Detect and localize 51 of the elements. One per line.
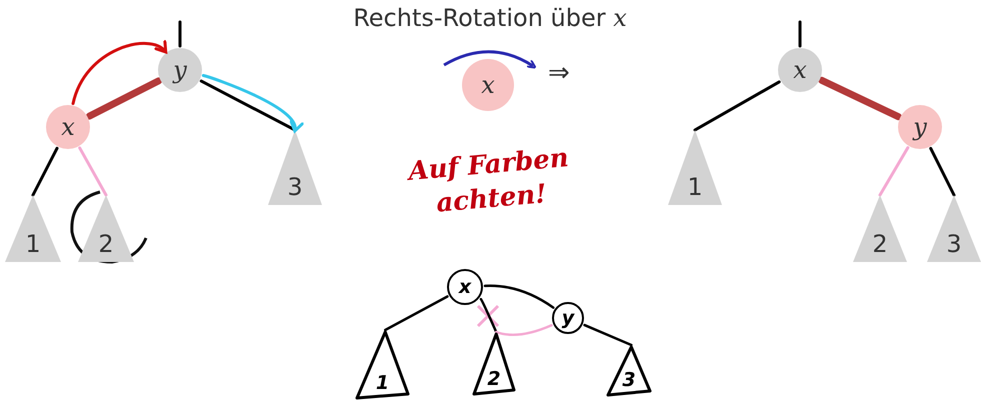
node-label: y bbox=[562, 307, 574, 329]
node-label: 1 bbox=[686, 173, 704, 201]
subtree-triangle bbox=[5, 195, 61, 262]
tree-edge bbox=[384, 295, 449, 332]
sketched-subtree-triangle bbox=[472, 332, 516, 396]
subtree-triangle bbox=[78, 195, 134, 262]
tree-node-circle bbox=[898, 105, 942, 149]
subtree-triangle bbox=[268, 130, 322, 205]
subtree-triangle bbox=[668, 130, 722, 205]
tree-edge bbox=[798, 20, 802, 48]
tree-edge bbox=[484, 284, 555, 309]
node-label: x bbox=[793, 56, 807, 84]
node-label: 3 bbox=[945, 230, 963, 258]
implies-symbol: ⇒ bbox=[548, 58, 570, 88]
tree-node-circle bbox=[462, 59, 514, 111]
subtree-triangle bbox=[927, 195, 981, 262]
node-label: y bbox=[913, 113, 927, 141]
node-label: x bbox=[458, 276, 472, 298]
node-label: 2 bbox=[486, 368, 502, 390]
tree-edge bbox=[929, 146, 956, 196]
node-label: y bbox=[173, 56, 187, 84]
node-label: x bbox=[481, 71, 495, 99]
node-label: x bbox=[61, 113, 75, 141]
curved-arrow bbox=[72, 40, 168, 106]
tree-edge bbox=[78, 146, 108, 196]
tree-edge bbox=[583, 324, 633, 346]
title: Rechts-Rotation über x bbox=[352, 4, 628, 32]
node-label: 1 bbox=[24, 230, 42, 258]
node-label: 2 bbox=[97, 230, 115, 258]
node-label: 2 bbox=[871, 230, 889, 258]
tree-edge bbox=[86, 77, 162, 120]
tree-edge bbox=[818, 76, 902, 120]
subtree-triangle bbox=[853, 195, 907, 262]
sketched-node-circle bbox=[552, 302, 584, 334]
sketched-node-circle bbox=[447, 269, 483, 305]
tree-edge bbox=[480, 298, 498, 334]
handwritten-note: Auf Farben achten! bbox=[406, 142, 571, 221]
tree-node-circle bbox=[46, 105, 90, 149]
curved-arrow bbox=[202, 74, 302, 132]
tree-node-circle bbox=[778, 48, 822, 92]
node-label: 1 bbox=[374, 372, 390, 394]
tree-edge bbox=[32, 146, 59, 196]
sketched-subtree-triangle bbox=[355, 330, 410, 400]
tree-edge bbox=[694, 80, 781, 132]
tree-edge bbox=[878, 146, 910, 196]
node-label: 3 bbox=[286, 173, 304, 201]
sketched-subtree-triangle bbox=[606, 345, 652, 397]
tree-edge bbox=[178, 20, 182, 48]
node-label: 3 bbox=[621, 369, 637, 391]
tree-node-circle bbox=[158, 48, 202, 92]
tree-edge bbox=[494, 324, 553, 336]
